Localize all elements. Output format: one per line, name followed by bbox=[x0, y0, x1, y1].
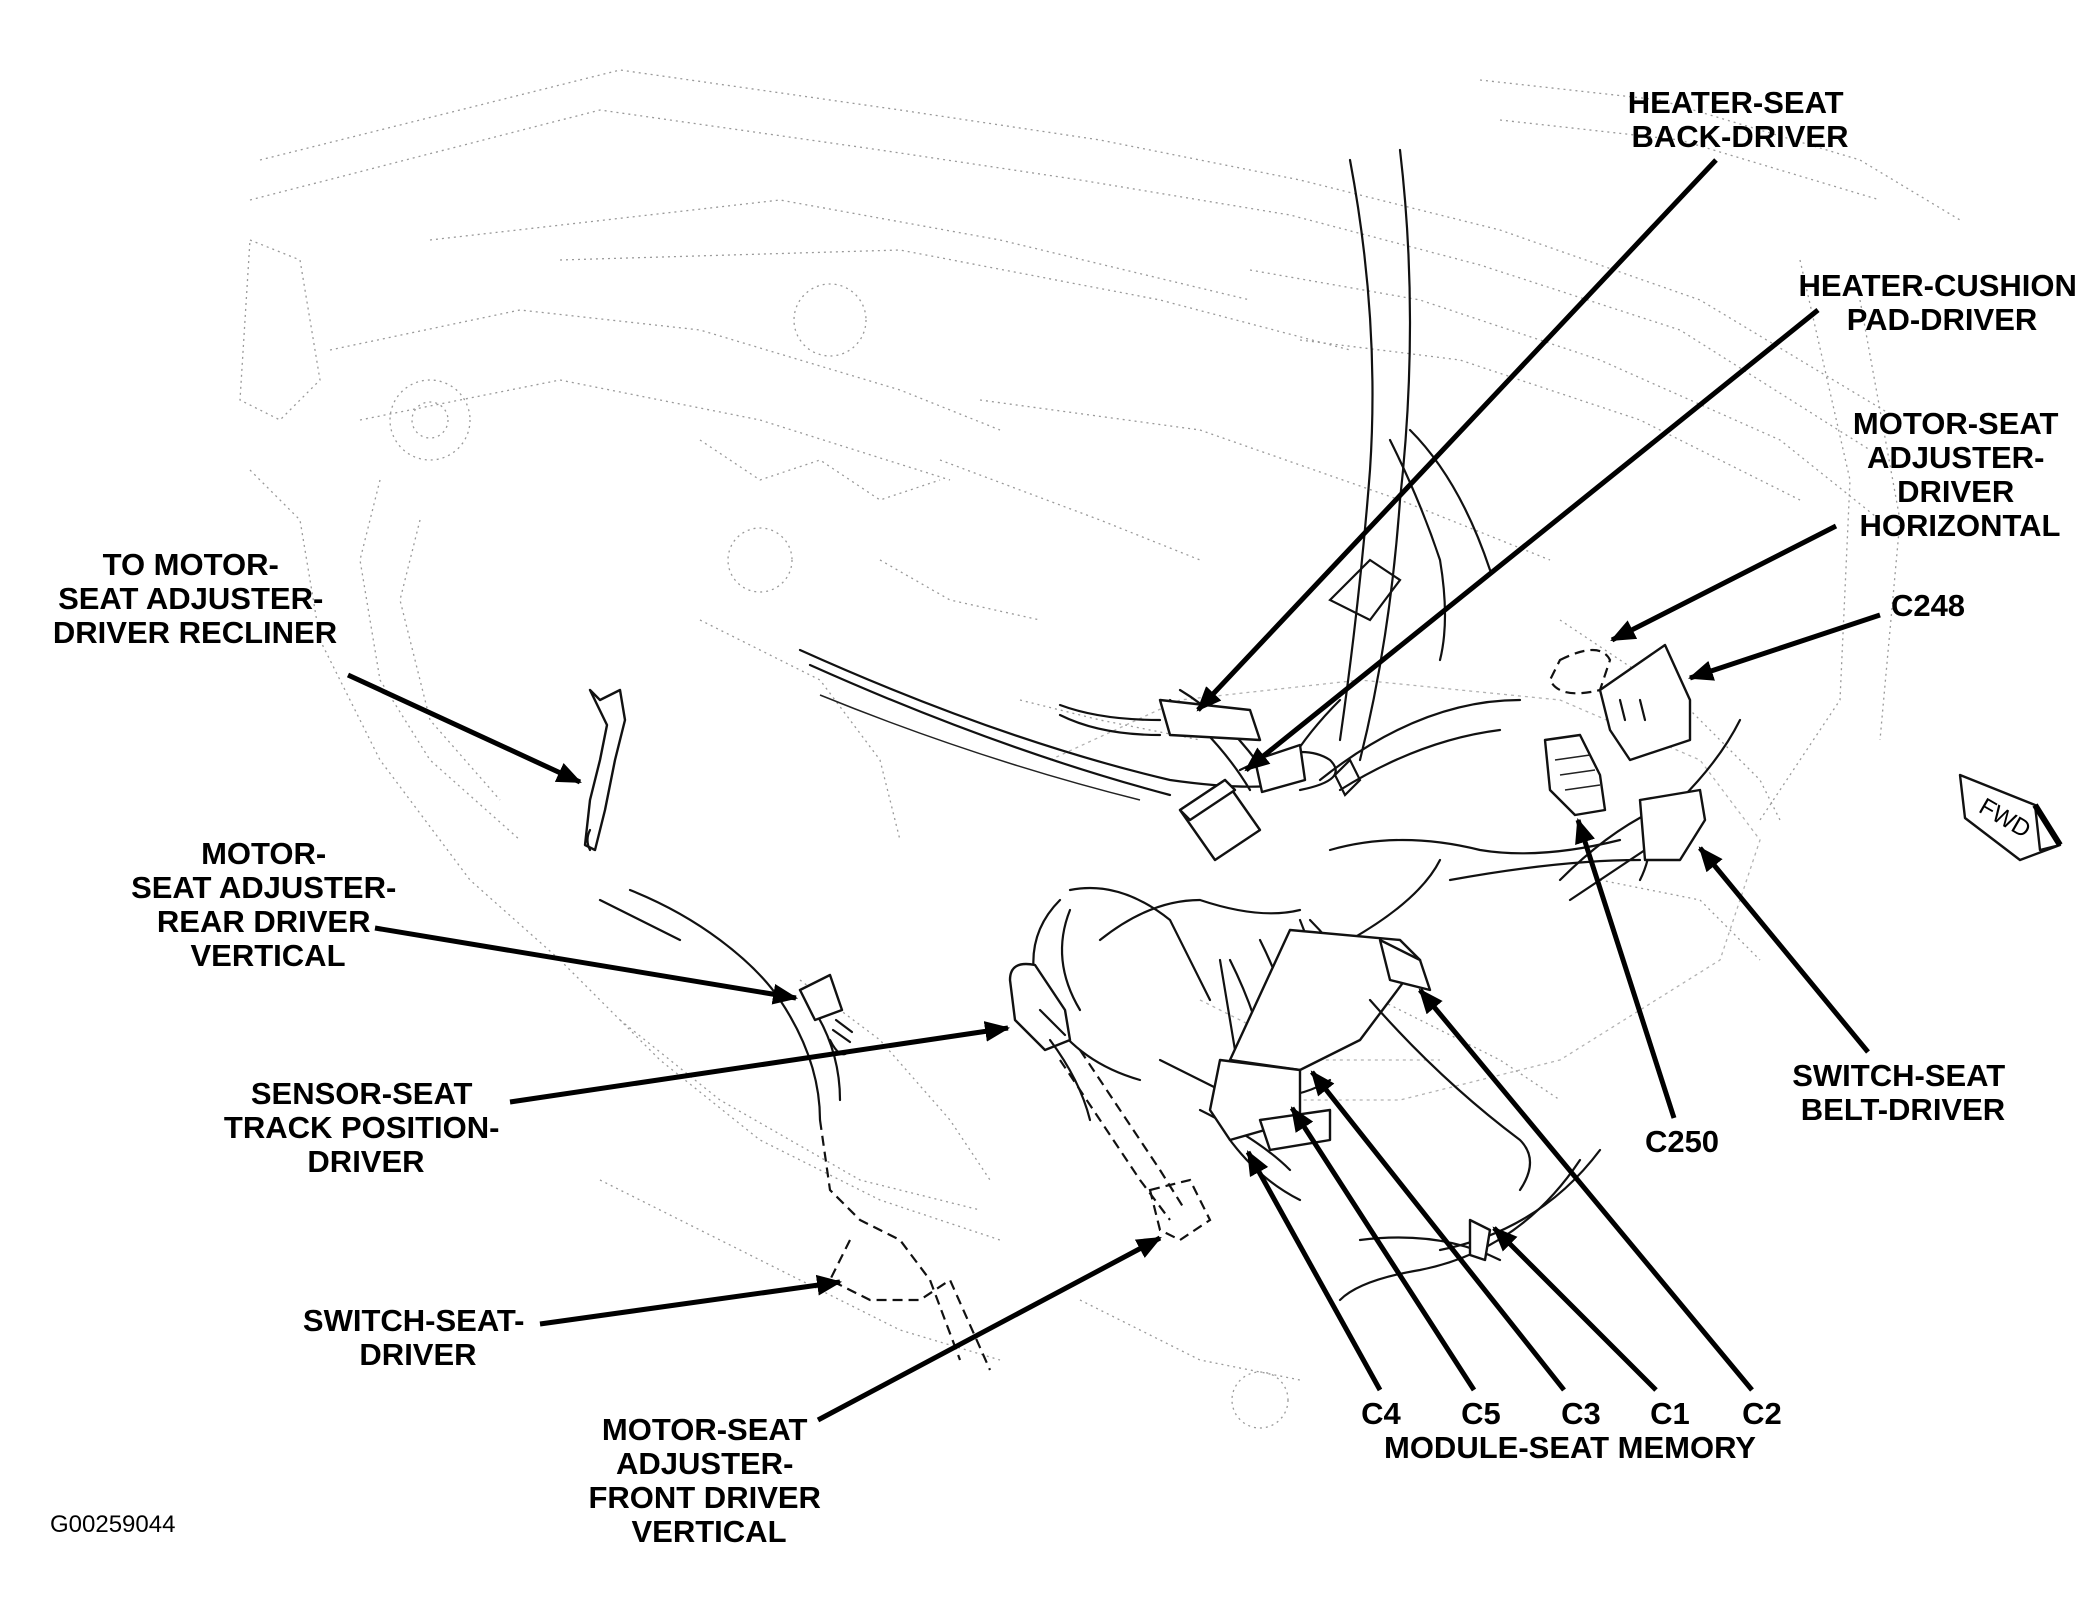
seat-memory-module bbox=[1228, 928, 1422, 1072]
leader-motor-horizontal bbox=[1610, 523, 1838, 643]
leader-c248 bbox=[1688, 612, 1881, 681]
label-c3: C3 bbox=[1561, 1396, 1601, 1431]
label-c4: C4 bbox=[1361, 1396, 1401, 1431]
leader-rear-vertical bbox=[374, 925, 799, 1005]
switch-seat-hidden bbox=[818, 1119, 962, 1361]
seat-frame-background bbox=[239, 69, 1961, 1429]
label-c1: C1 bbox=[1650, 1396, 1690, 1431]
label-switch-seat: SWITCH-SEAT- DRIVER bbox=[303, 1303, 533, 1372]
callout-labels: HEATER-SEAT BACK-DRIVER HEATER-CUSHION P… bbox=[50, 85, 2085, 1549]
leader-switch-seat bbox=[539, 1274, 843, 1327]
leader-heater-cushion bbox=[1244, 308, 1820, 772]
c248-connector bbox=[1598, 643, 1692, 762]
rear-vertical-connector bbox=[798, 973, 844, 1022]
c250-connector bbox=[1543, 733, 1607, 817]
heater-back-connector bbox=[1158, 698, 1262, 742]
label-track-sensor: SENSOR-SEAT TRACK POSITION- DRIVER bbox=[224, 1076, 508, 1179]
label-rear-vertical: MOTOR- SEAT ADJUSTER- REAR DRIVER VERTIC… bbox=[131, 836, 405, 973]
front-vertical-motor-hidden bbox=[1148, 1178, 1212, 1242]
label-motor-horizontal: MOTOR-SEAT ADJUSTER- DRIVER HORIZONTAL bbox=[1853, 406, 2067, 543]
leader-front-vertical bbox=[816, 1235, 1162, 1423]
label-front-vertical: MOTOR-SEAT ADJUSTER- FRONT DRIVER VERTIC… bbox=[588, 1412, 829, 1549]
components bbox=[583, 643, 2063, 1371]
label-c5: C5 bbox=[1461, 1396, 1501, 1431]
recliner-connector bbox=[583, 688, 627, 852]
belt-switch bbox=[1638, 788, 1707, 862]
leader-c5 bbox=[1289, 1106, 1477, 1392]
label-heater-back: HEATER-SEAT BACK-DRIVER bbox=[1628, 85, 1852, 154]
label-heater-cushion: HEATER-CUSHION PAD-DRIVER bbox=[1798, 268, 2085, 337]
motor-horizontal-hidden bbox=[1548, 648, 1612, 695]
figure-id: G00259044 bbox=[50, 1511, 175, 1538]
label-recliner: TO MOTOR- SEAT ADJUSTER- DRIVER RECLINER bbox=[53, 547, 337, 650]
leader-c1 bbox=[1492, 1226, 1658, 1392]
label-c250: C250 bbox=[1645, 1124, 1719, 1159]
leader-recliner bbox=[346, 672, 582, 785]
leader-lines bbox=[346, 158, 1881, 1423]
leader-c2 bbox=[1418, 988, 1754, 1392]
leader-heater-back bbox=[1196, 158, 1718, 712]
leader-belt-switch bbox=[1698, 846, 1870, 1054]
label-module: MODULE-SEAT MEMORY bbox=[1384, 1430, 1756, 1465]
label-belt-switch: SWITCH-SEAT BELT-DRIVER bbox=[1792, 1058, 2014, 1127]
leader-c250 bbox=[1575, 818, 1677, 1119]
label-c2: C2 bbox=[1742, 1396, 1782, 1431]
track-sensor bbox=[1008, 962, 1072, 1052]
label-c248: C248 bbox=[1891, 588, 1965, 623]
leader-track-sensor bbox=[509, 1021, 1011, 1105]
leader-c4 bbox=[1245, 1150, 1383, 1392]
leader-c3 bbox=[1310, 1070, 1566, 1392]
